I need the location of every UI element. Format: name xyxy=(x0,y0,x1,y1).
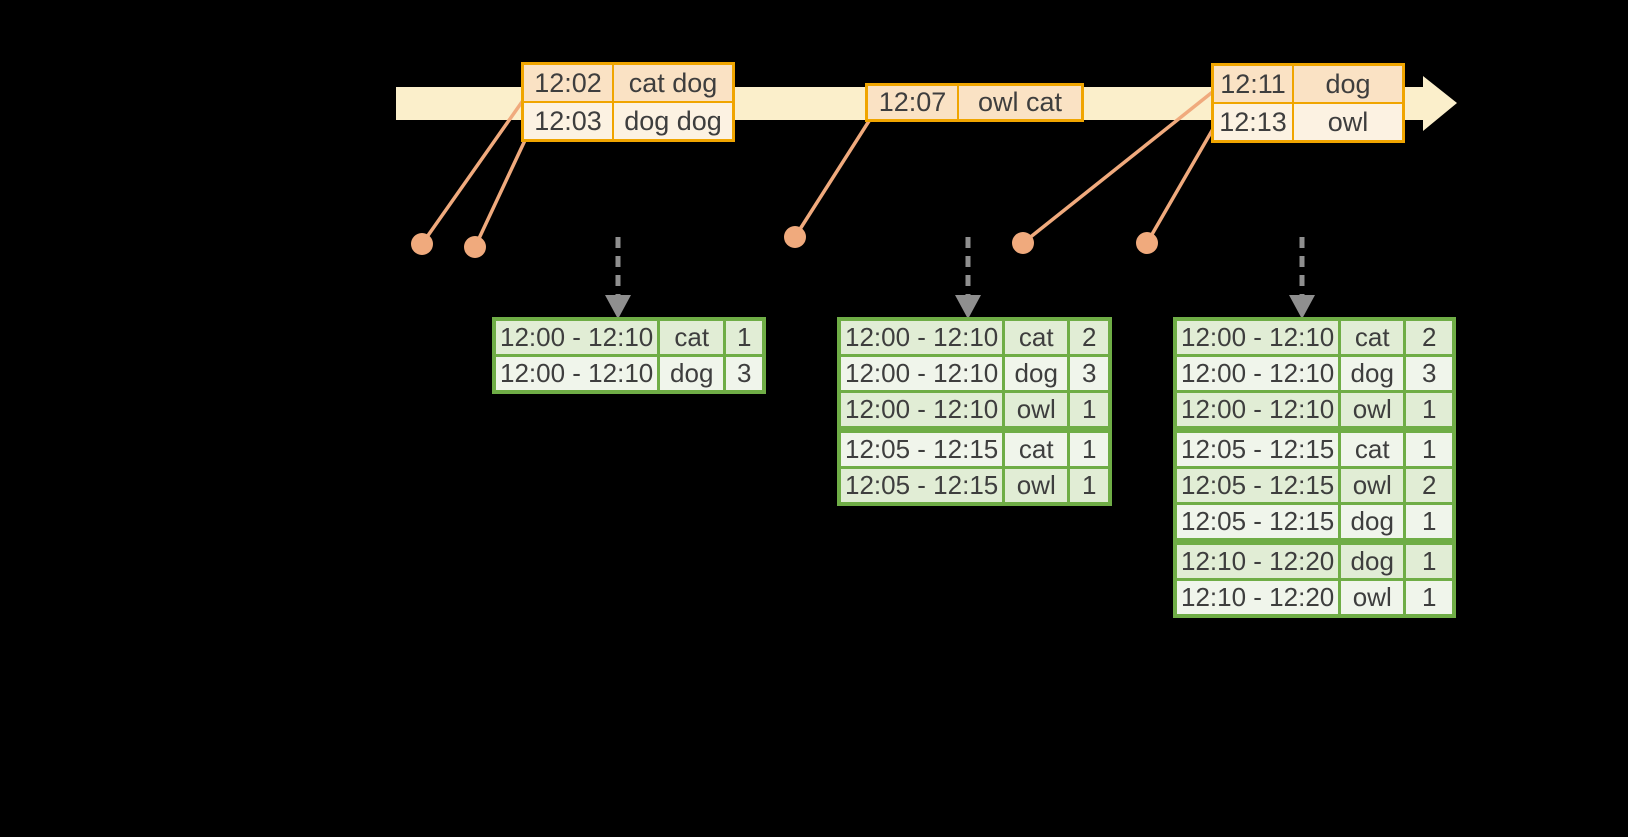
event-dot xyxy=(1136,232,1158,254)
event-time-cell: 12:03 xyxy=(521,101,614,142)
count-cell: 1 xyxy=(1067,426,1112,469)
event-dot xyxy=(464,236,486,258)
event-row: 12:13 owl xyxy=(1211,102,1405,143)
word-cell: owl xyxy=(1338,466,1407,505)
window-cell: 12:00 - 12:10 xyxy=(837,390,1006,431)
count-cell: 1 xyxy=(1403,578,1456,618)
count-cell: 1 xyxy=(1067,390,1112,431)
result-table-0: 12:00 - 12:10 cat 1 12:00 - 12:10 dog 3 xyxy=(492,317,767,394)
count-cell: 2 xyxy=(1403,466,1456,505)
word-cell: cat xyxy=(1002,426,1071,469)
result-row: 12:05 - 12:15 owl 1 xyxy=(837,466,1112,506)
result-row: 12:00 - 12:10 dog 3 xyxy=(492,354,766,394)
word-cell: owl xyxy=(1338,578,1407,618)
word-cell: dog xyxy=(1338,502,1407,543)
event-row: 12:03 dog dog xyxy=(521,101,735,142)
event-words-cell: owl cat xyxy=(957,83,1084,122)
count-cell: 3 xyxy=(1403,354,1456,393)
word-cell: cat xyxy=(1338,426,1407,469)
connector-line xyxy=(473,135,529,248)
word-cell: owl xyxy=(1002,466,1071,506)
result-row: 12:05 - 12:15 cat 1 xyxy=(837,426,1112,469)
event-words-cell: dog dog xyxy=(612,101,735,142)
count-cell: 2 xyxy=(1403,317,1456,357)
window-cell: 12:05 - 12:15 xyxy=(837,466,1006,506)
result-row: 12:00 - 12:10 cat 2 xyxy=(837,317,1112,357)
count-cell: 3 xyxy=(723,354,766,394)
result-row: 12:00 - 12:10 cat 2 xyxy=(1173,317,1456,357)
event-words-cell: cat dog xyxy=(612,62,735,103)
count-cell: 3 xyxy=(1067,354,1112,393)
event-table-1: 12:07 owl cat xyxy=(865,83,1084,122)
window-cell: 12:00 - 12:10 xyxy=(837,354,1006,393)
count-cell: 1 xyxy=(723,317,766,357)
event-dot xyxy=(784,226,806,248)
connector-line xyxy=(420,97,526,246)
trigger-arrows xyxy=(605,237,1315,319)
connector-line xyxy=(793,120,871,238)
connector-line xyxy=(1021,88,1217,245)
result-table-1: 12:00 - 12:10 cat 2 12:00 - 12:10 dog 3 … xyxy=(837,317,1113,506)
window-cell: 12:00 - 12:10 xyxy=(492,354,661,394)
window-cell: 12:00 - 12:10 xyxy=(1173,317,1342,357)
arrow-down-icon xyxy=(1289,295,1315,319)
window-cell: 12:00 - 12:10 xyxy=(1173,354,1342,393)
count-cell: 2 xyxy=(1067,317,1112,357)
count-cell: 1 xyxy=(1403,502,1456,543)
event-table-2: 12:11 dog 12:13 owl xyxy=(1211,63,1405,143)
window-cell: 12:05 - 12:15 xyxy=(837,426,1006,469)
event-row: 12:07 owl cat xyxy=(865,83,1084,122)
result-row: 12:10 - 12:20 owl 1 xyxy=(1173,578,1456,618)
window-cell: 12:05 - 12:15 xyxy=(1173,502,1342,543)
window-cell: 12:05 - 12:15 xyxy=(1173,466,1342,505)
event-row: 12:11 dog xyxy=(1211,63,1405,104)
window-cell: 12:00 - 12:10 xyxy=(492,317,661,357)
event-table-0: 12:02 cat dog 12:03 dog dog xyxy=(521,62,735,142)
result-row: 12:00 - 12:10 dog 3 xyxy=(1173,354,1456,393)
word-cell: owl xyxy=(1002,390,1071,431)
event-dot xyxy=(1012,232,1034,254)
result-row: 12:00 - 12:10 cat 1 xyxy=(492,317,766,357)
event-words-cell: owl xyxy=(1292,102,1405,143)
event-words-cell: dog xyxy=(1292,63,1405,104)
result-row: 12:10 - 12:20 dog 1 xyxy=(1173,538,1456,581)
window-cell: 12:10 - 12:20 xyxy=(1173,578,1342,618)
arrow-down-icon xyxy=(955,295,981,319)
window-cell: 12:05 - 12:15 xyxy=(1173,426,1342,469)
count-cell: 1 xyxy=(1403,390,1456,431)
window-cell: 12:00 - 12:10 xyxy=(1173,390,1342,431)
count-cell: 1 xyxy=(1067,466,1112,506)
word-cell: dog xyxy=(1338,538,1407,581)
window-cell: 12:10 - 12:20 xyxy=(1173,538,1342,581)
window-cell: 12:00 - 12:10 xyxy=(837,317,1006,357)
word-cell: cat xyxy=(657,317,727,357)
event-dot xyxy=(411,233,433,255)
result-row: 12:00 - 12:10 owl 1 xyxy=(1173,390,1456,431)
result-row: 12:05 - 12:15 dog 1 xyxy=(1173,502,1456,543)
count-cell: 1 xyxy=(1403,538,1456,581)
count-cell: 1 xyxy=(1403,426,1456,469)
word-cell: dog xyxy=(657,354,727,394)
timeline-arrowhead-icon xyxy=(1423,76,1457,131)
event-connectors xyxy=(411,88,1219,258)
word-cell: owl xyxy=(1338,390,1407,431)
result-row: 12:00 - 12:10 owl 1 xyxy=(837,390,1112,431)
event-time-cell: 12:13 xyxy=(1211,102,1294,143)
word-cell: cat xyxy=(1002,317,1071,357)
result-row: 12:00 - 12:10 dog 3 xyxy=(837,354,1112,393)
word-cell: dog xyxy=(1338,354,1407,393)
event-row: 12:02 cat dog xyxy=(521,62,735,103)
word-cell: dog xyxy=(1002,354,1071,393)
result-row: 12:05 - 12:15 owl 2 xyxy=(1173,466,1456,505)
result-row: 12:05 - 12:15 cat 1 xyxy=(1173,426,1456,469)
event-time-cell: 12:02 xyxy=(521,62,614,103)
connector-line xyxy=(1145,121,1219,244)
word-cell: cat xyxy=(1338,317,1407,357)
event-time-cell: 12:07 xyxy=(865,83,959,122)
event-time-cell: 12:11 xyxy=(1211,63,1294,104)
arrow-down-icon xyxy=(605,295,631,319)
result-table-2: 12:00 - 12:10 cat 2 12:00 - 12:10 dog 3 … xyxy=(1173,317,1457,618)
